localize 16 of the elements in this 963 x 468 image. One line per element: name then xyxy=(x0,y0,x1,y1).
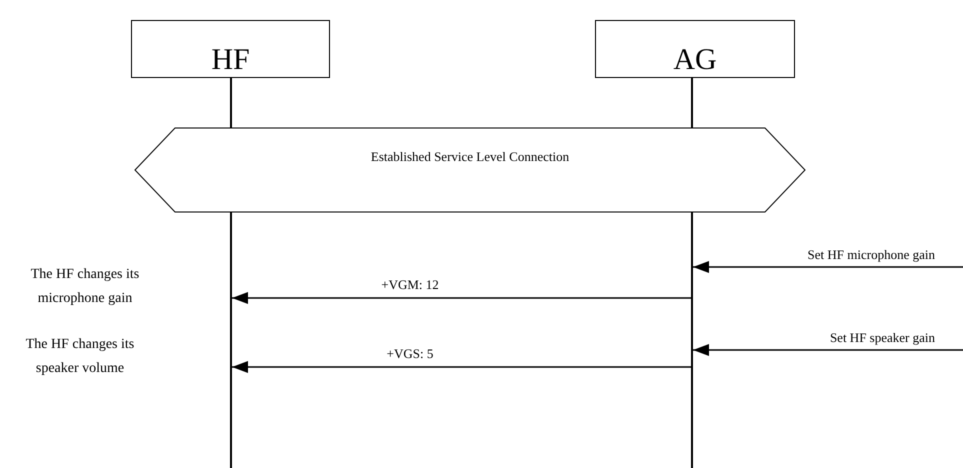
state-label: Established Service Level Connection xyxy=(370,149,570,165)
arrow xyxy=(693,344,963,356)
lifeline-header-box xyxy=(595,20,795,78)
participant-name: AG xyxy=(673,45,717,75)
lifeline-header-box xyxy=(131,20,330,78)
arrow xyxy=(232,361,691,373)
edge-label: Set HF speaker gain xyxy=(828,330,937,346)
hexagon-band xyxy=(135,128,805,212)
note-text: The HF changes its speaker volume xyxy=(24,336,136,378)
participant-name: HF xyxy=(211,45,250,75)
arrow xyxy=(693,261,963,273)
lifeline xyxy=(230,78,232,468)
edge-label: Set HF microphone gain xyxy=(806,247,937,263)
note-text: The HF changes its microphone gain xyxy=(30,266,140,308)
arrow xyxy=(232,292,691,304)
lifeline xyxy=(691,78,693,468)
